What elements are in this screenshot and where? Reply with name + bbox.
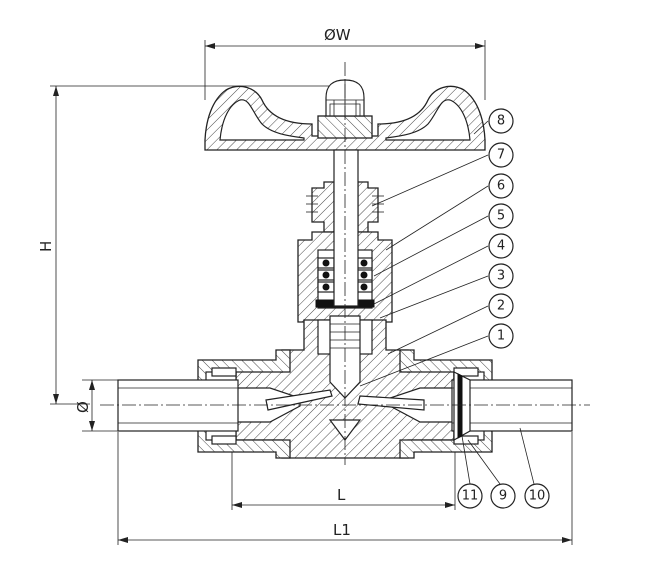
callout-2-label: 2 bbox=[497, 299, 505, 314]
valve-body bbox=[231, 315, 461, 459]
callout-11: 11 bbox=[457, 483, 483, 509]
right-fitting bbox=[399, 349, 573, 459]
left-fitting bbox=[117, 349, 291, 459]
callout-4: 4 bbox=[488, 233, 514, 259]
callout-9: 9 bbox=[490, 483, 516, 509]
dimension-w-label: ØW bbox=[324, 26, 351, 44]
callout-7: 7 bbox=[488, 142, 514, 168]
callout-1: 1 bbox=[488, 323, 514, 349]
dimension-l1-label: L1 bbox=[333, 521, 351, 539]
dimension-l1: L1 bbox=[117, 432, 573, 545]
dimension-h: H bbox=[37, 85, 345, 405]
callout-6: 6 bbox=[488, 173, 514, 199]
callout-3: 3 bbox=[488, 263, 514, 289]
callout-3-label: 3 bbox=[497, 269, 505, 284]
callout-6-label: 6 bbox=[497, 179, 505, 194]
callout-7-label: 7 bbox=[497, 148, 505, 163]
callout-leaders bbox=[359, 120, 535, 485]
dimension-l-label: L bbox=[337, 486, 346, 504]
dimension-h-label: H bbox=[37, 241, 55, 252]
callout-10-label: 10 bbox=[529, 489, 546, 504]
dimension-w: ØW bbox=[204, 26, 486, 100]
callout-8-label: 8 bbox=[497, 114, 505, 129]
center-lines bbox=[100, 62, 590, 465]
packing-rings bbox=[317, 257, 373, 293]
dimension-pipe-diameter-label: Ø bbox=[74, 401, 92, 413]
callout-8: 8 bbox=[488, 108, 514, 134]
callout-1-label: 1 bbox=[497, 329, 505, 344]
dimension-pipe-diameter: Ø bbox=[74, 379, 122, 432]
callout-4-label: 4 bbox=[497, 239, 505, 254]
callout-11-label: 11 bbox=[462, 489, 479, 504]
callout-10: 10 bbox=[524, 483, 550, 509]
callout-2: 2 bbox=[488, 293, 514, 319]
callout-5-label: 5 bbox=[497, 209, 505, 224]
handwheel bbox=[204, 79, 486, 151]
callout-5: 5 bbox=[488, 203, 514, 229]
callout-9-label: 9 bbox=[499, 489, 507, 504]
